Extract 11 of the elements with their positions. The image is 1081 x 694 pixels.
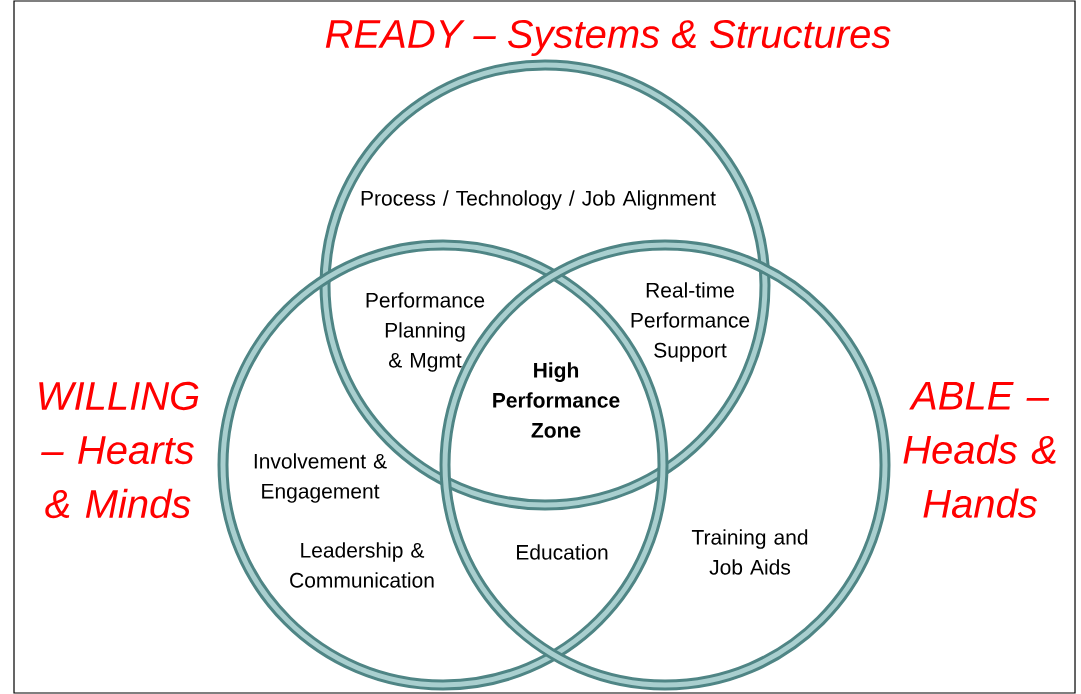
overlap-text: Performance Planning & Mgmt (366, 292, 485, 372)
region-text: Training and Job Aids (691, 529, 808, 575)
region-text: Process / Technology / Job Alignment (361, 190, 716, 210)
region-text: Involvement & Engagement (254, 453, 387, 503)
circle-heading: READY – Systems & Structures (325, 19, 891, 57)
region-text: Leadership & Communication (290, 542, 434, 588)
overlap-text: Education (517, 544, 608, 560)
circle-heading: ABLE – Heads & Hands (903, 382, 1056, 518)
circle-heading: WILLING – Hearts & Minds (39, 381, 199, 519)
overlap-text: Real-time Performance Support (631, 282, 750, 362)
overlap-text: High Performance Zone (493, 362, 620, 438)
